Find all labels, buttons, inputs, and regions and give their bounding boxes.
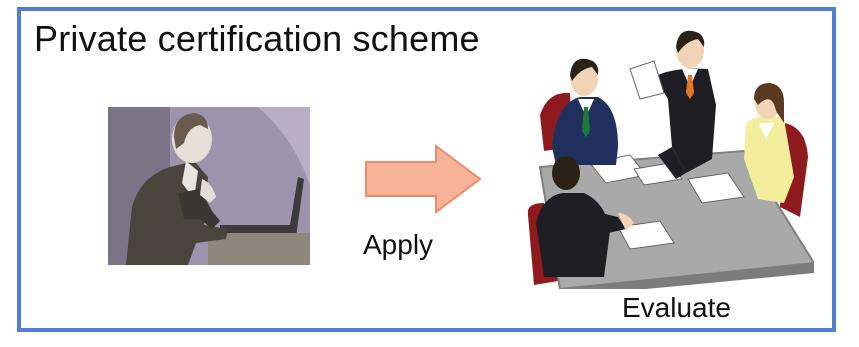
arrow-right-icon [365,144,482,214]
applicant-illustration [108,107,310,265]
evaluate-label: Evaluate [622,292,731,323]
apply-label: Apply [363,229,434,260]
meeting-illustration [527,30,814,289]
diagram-title: Private certification scheme [34,18,480,59]
